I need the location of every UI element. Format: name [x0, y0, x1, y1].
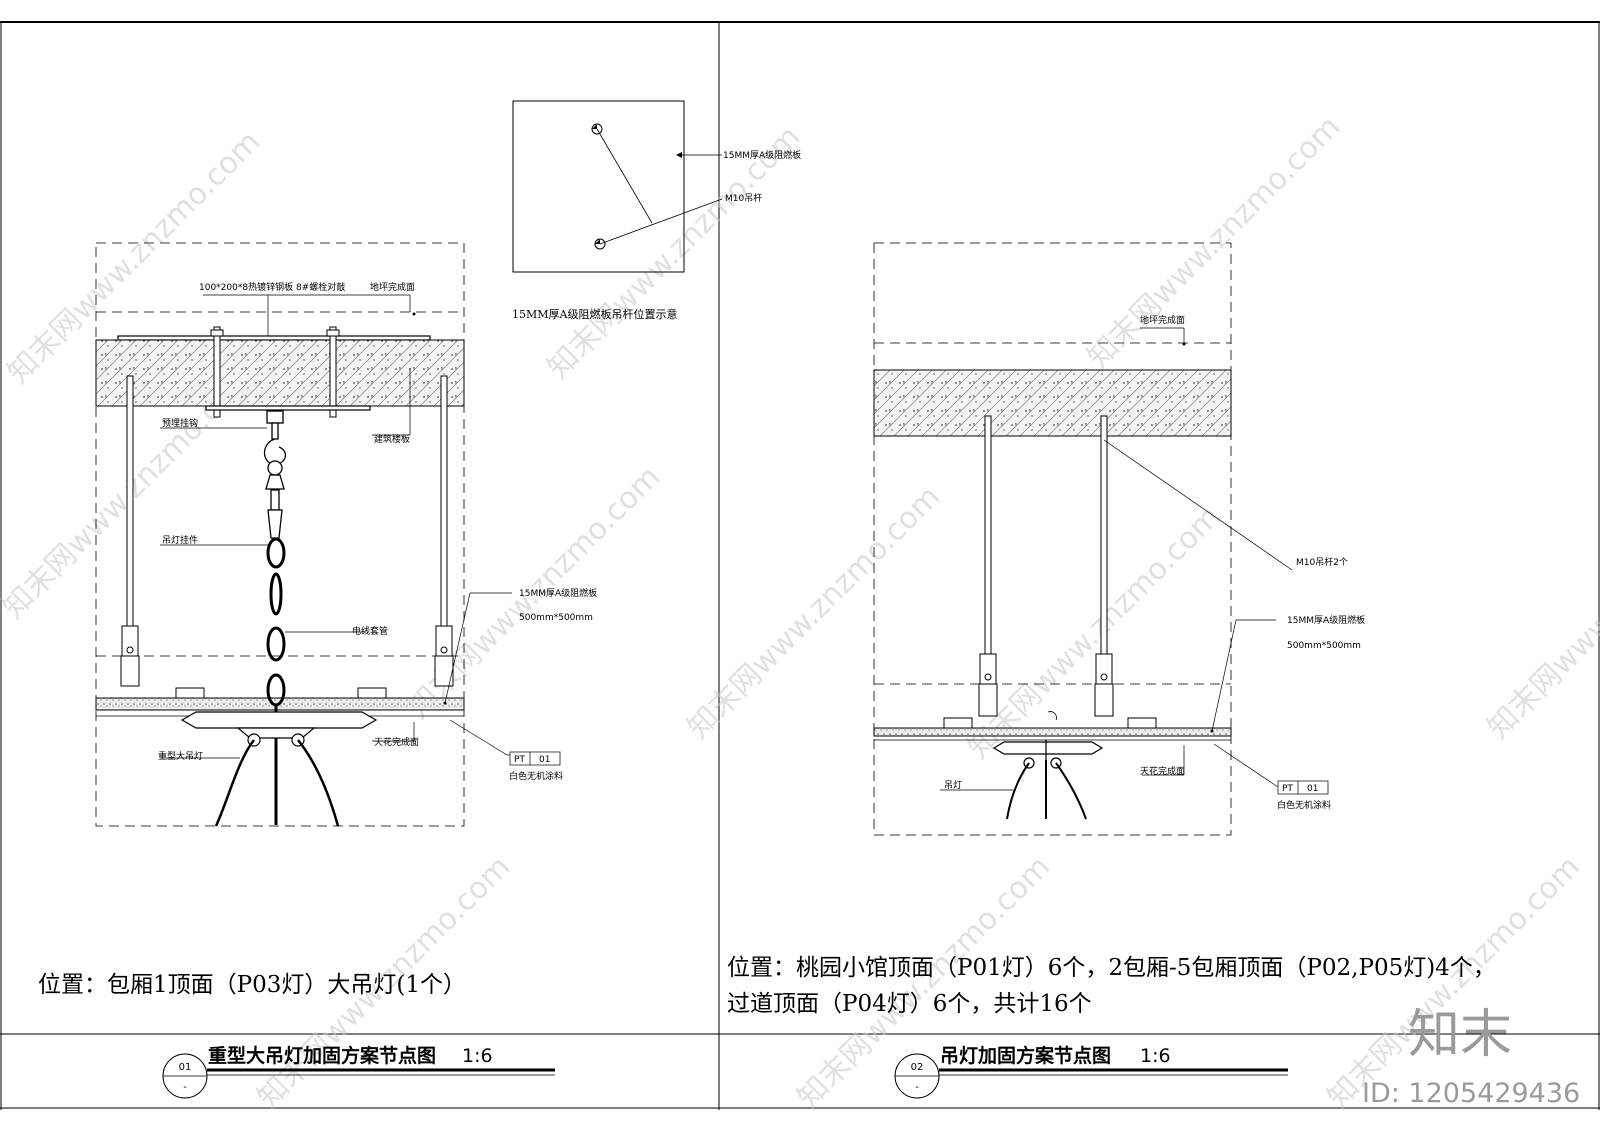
location-right-line1: 位置：桃园小馆顶面（P01灯）6个，2包厢-5包厢顶面（P02,P05灯)4个，	[727, 955, 1496, 981]
brand-text: 知末	[1408, 1005, 1512, 1065]
label-lamp: 重型大吊灯	[158, 750, 203, 762]
label-board-size: 500mm*500mm	[519, 613, 593, 623]
section-left: 100*200*8热镀锌钢板 8#螺栓对敲 地坪完成面 预埋挂钩 建筑楼板 吊灯…	[95, 242, 597, 827]
title-block-right: 02 - 吊灯加固方案节点图 1:6	[894, 1044, 1288, 1099]
leaders-right	[940, 327, 1293, 791]
pt-num: 01	[1307, 784, 1318, 794]
detail-scale: 1:6	[462, 1045, 493, 1067]
leaders-left	[160, 294, 512, 759]
watermark-text: 知末网www.znzmo.com	[961, 499, 1227, 765]
label-conduit: 电线套管	[352, 625, 388, 637]
watermark-text: 知末网www.znzmo.com	[1481, 479, 1600, 745]
lamp-canopy	[180, 711, 378, 747]
detail-number: 01	[179, 1062, 192, 1073]
pt-code: PT	[514, 755, 525, 765]
sheet-frame	[0, 21, 1600, 1110]
label-paint: 白色无机涂料	[509, 770, 563, 782]
lamp-arms	[214, 739, 340, 827]
location-right-line2: 过道顶面（P04灯）6个，共计16个	[727, 991, 1092, 1017]
detail-sub: -	[915, 1082, 919, 1093]
hanger-rods	[978, 415, 1114, 717]
brand-id: ID: 1205429436	[1362, 1078, 1580, 1109]
lamp-canopy	[992, 740, 1104, 769]
lamp-arms	[1006, 760, 1087, 820]
label-floor: 地坪完成面	[1140, 314, 1185, 326]
label-lamp: 吊灯	[944, 780, 962, 791]
watermark-text: 知末网www.znzmo.com	[1321, 849, 1587, 1115]
section-right: 地坪完成面 M10吊杆2个 15MM厚A级阻燃板 500mm*500mm 吊灯 …	[873, 242, 1365, 836]
label-hanger: 吊灯挂件	[162, 534, 198, 546]
brand-logo: 知末 ID: 1205429436	[1362, 1005, 1580, 1109]
label-paint: 白色无机涂料	[1277, 799, 1331, 811]
label-slab: 建筑楼板	[374, 433, 410, 445]
watermark-text: 知末网www.znzmo.com	[1081, 109, 1347, 375]
label-rod: M10吊杆2个	[1296, 556, 1348, 568]
label-board: 15MM厚A级阻燃板	[723, 149, 801, 161]
location-left: 位置：包厢1顶面（P03灯）大吊灯(1个）	[38, 972, 466, 998]
pt-num: 01	[539, 755, 550, 765]
label-board: 15MM厚A级阻燃板	[519, 587, 597, 599]
hanger-rods	[120, 375, 454, 687]
plan-caption: 15MM厚A级阻燃板吊杆位置示意	[512, 307, 677, 321]
detail-sub: -	[183, 1082, 187, 1093]
label-hook: 预埋挂钩	[162, 417, 198, 429]
detail-scale: 1:6	[1140, 1045, 1171, 1067]
chain	[266, 537, 286, 707]
detail-number: 02	[911, 1062, 924, 1073]
label-floor: 地坪完成面	[370, 281, 415, 293]
pt-code: PT	[1282, 784, 1293, 794]
detail-title: 重型大吊灯加固方案节点图	[208, 1044, 436, 1067]
label-board: 15MM厚A级阻燃板	[1287, 614, 1365, 626]
label-board-size: 500mm*500mm	[1287, 641, 1361, 651]
label-ceiling: 天花完成面	[374, 736, 419, 748]
label-steel-plate: 100*200*8热镀锌钢板 8#螺栓对敲	[199, 281, 345, 293]
hook	[263, 410, 286, 539]
plan-detail: 15MM厚A级阻燃板 M10吊杆 15MM厚A级阻燃板吊杆位置示意	[512, 100, 801, 321]
label-rod: M10吊杆	[725, 192, 762, 204]
detail-title: 吊灯加固方案节点图	[940, 1044, 1111, 1067]
label-ceiling: 天花完成面	[1140, 765, 1185, 777]
title-block-left: 01 - 重型大吊灯加固方案节点图 1:6	[162, 1044, 555, 1099]
watermark-text: 知末网www.znzmo.com	[681, 479, 947, 745]
bolts	[210, 326, 340, 418]
